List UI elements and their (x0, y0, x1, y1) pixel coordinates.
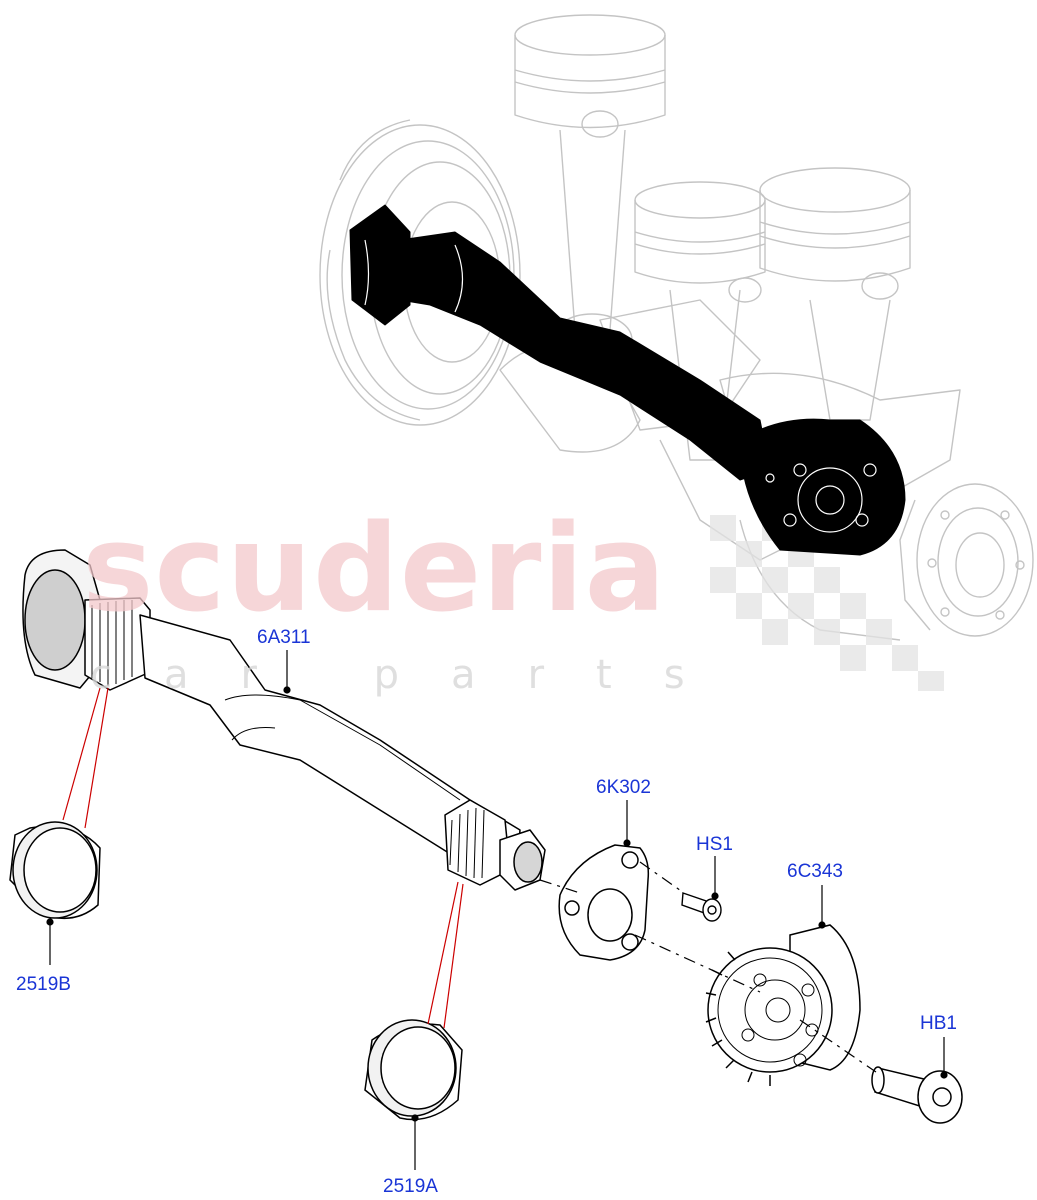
bolt-HB1[interactable] (871, 1066, 963, 1124)
crank-flange-ghost (899, 483, 1034, 637)
balance-shaft-6A311[interactable] (22, 549, 546, 891)
callout-2519A[interactable]: 2519A (383, 1176, 438, 1197)
balance-shaft-installed-highlight (349, 204, 906, 556)
bolt-HS1[interactable] (681, 892, 722, 922)
callout-HS1[interactable]: HS1 (696, 834, 733, 855)
assembly-centerlines (539, 861, 877, 1073)
callout-HB1[interactable]: HB1 (920, 1013, 957, 1034)
piston-3-ghost (759, 167, 911, 421)
bushing-2519A[interactable] (364, 1019, 463, 1121)
bushing-leader-lines (62, 687, 464, 1029)
callout-6A311[interactable]: 6A311 (257, 627, 311, 648)
engine-context-ghost (319, 14, 1034, 641)
thrust-plate-6K302[interactable] (558, 844, 650, 961)
leader-lines (46, 650, 948, 1170)
sprocket-6C343[interactable] (705, 924, 861, 1086)
callout-6K302[interactable]: 6K302 (596, 777, 651, 798)
callout-6C343[interactable]: 6C343 (787, 861, 843, 882)
callout-2519B[interactable]: 2519B (16, 974, 71, 995)
bushing-2519B[interactable] (9, 821, 101, 920)
